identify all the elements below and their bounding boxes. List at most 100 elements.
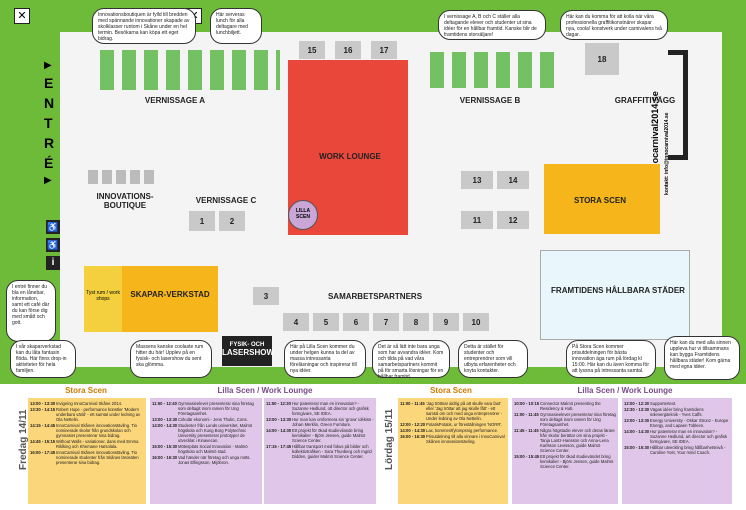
schedule-time: 13:00 - 13:30 [624, 418, 650, 423]
booth-9[interactable]: 9 [432, 312, 460, 332]
booth-11[interactable]: 11 [460, 210, 494, 230]
booth-18[interactable]: 18 [584, 42, 620, 76]
boutique-label: INNOVATIONS-BOUTIQUE [96, 192, 154, 210]
arrow-icon: ▶ [44, 175, 52, 186]
saturday-lilla-header: Lilla Scen / Work Lounge [577, 386, 673, 395]
schedule-time: 16:00 - 16:30 [152, 455, 178, 460]
schedule-event: Hur patenterar man en innovation? - Suza… [292, 401, 369, 416]
laser-show-sign: FYSIK- OCH LASERSHOW [222, 336, 274, 366]
booth-15[interactable]: 15 [298, 40, 326, 60]
callout-boutique: Innovationsboutiquen är fylld till bredd… [92, 8, 196, 44]
booth-16[interactable]: 16 [334, 40, 362, 60]
callout-entrance: I entré finner du bla en lånebar, inform… [6, 280, 56, 342]
booth-13[interactable]: 13 [460, 170, 494, 190]
booth-7[interactable]: 7 [372, 312, 400, 332]
schedule-event: Supportertext. [650, 401, 677, 406]
booth-6[interactable]: 6 [342, 312, 370, 332]
framtidens-label: FRAMTIDENS HÅLLBARA STÄDER [551, 286, 685, 295]
booth-14[interactable]: 14 [496, 170, 530, 190]
booth-3[interactable]: 3 [252, 286, 280, 306]
schedule-event: Hållbar utveckling bring hållbarhetsnivå… [650, 445, 726, 455]
graffiti-wall [668, 50, 688, 160]
booth-2[interactable]: 2 [218, 210, 246, 232]
booth-10[interactable]: 10 [462, 312, 490, 332]
schedule-time: 14:00 - 14:30 [266, 428, 292, 433]
lilla-scen[interactable] [288, 200, 318, 230]
schedule-time: 15:00 - 15:45 [514, 454, 540, 459]
schedule-row: 11:00 - 11:45'Jag tröttnar aldrig på att… [400, 401, 506, 421]
info-icon: i [46, 256, 60, 270]
schedule-time: 14:15 - 14:45 [30, 423, 56, 428]
booth-8[interactable]: 8 [402, 312, 430, 332]
schedule-event: Vad händer när företag och unga möts. Jo… [178, 455, 251, 465]
schedule-event: Energy University - Oskar Strunz - Europ… [650, 418, 729, 428]
schedule-event: Några högstadie elever och deras lärare … [540, 428, 615, 453]
schedule-time: 17:15 - 17:45 [266, 444, 292, 449]
saturday-label: Lördag 15/11 [384, 408, 395, 470]
callout-graffiti: Här kan du komma för att kolla när våra … [560, 10, 668, 40]
callout-lilla-scen: Här på Lilla Scen kommer du under helgen… [284, 340, 366, 378]
callout-skapar: I vår skaparverkstad kan du låta fantasi… [10, 340, 76, 378]
schedule-time: 11:00 - 11:45 [514, 412, 539, 417]
schedule-time: 11:50 - 12:30 [266, 401, 291, 406]
schedule-event: PotatisPotatis, ur föreställningen 'NORR… [426, 422, 503, 427]
website-contact: kontakt: info@innocarnival2014.se [664, 112, 670, 195]
booth-17[interactable]: 17 [370, 40, 398, 60]
booth-4[interactable]: 4 [282, 312, 310, 332]
schedule-event: Cirkulär ekonomi - Jens Thulin, Cons. [178, 417, 248, 422]
work-lounge-label: WORK LOUNGE [319, 152, 381, 161]
callout-students: Detta är stället för studenter och entre… [458, 340, 528, 378]
toilet-icon: ♿ [46, 220, 60, 234]
schedule-time: 13:30 - 14:15 [30, 407, 56, 412]
schedule-time: 14:00 - 14:30 [400, 428, 426, 433]
booth-12[interactable]: 12 [496, 210, 530, 230]
vernissage-b-tables [430, 52, 560, 88]
schedule-time: 14:00 - 14:30 [152, 423, 178, 428]
entrance-letter: R [44, 135, 55, 151]
entrance-letter: N [44, 95, 55, 111]
callout-framtidens: Här kan du med alla sinnen uppleva hur v… [664, 336, 740, 380]
workshop-room[interactable] [84, 266, 122, 332]
show-line-2: LASERSHOW [222, 348, 274, 357]
schedule-time: 14:00 - 14:30 [624, 429, 650, 434]
schedule-event: Mötesplats Social Innovation - Malmö hög… [178, 444, 248, 454]
schedule-event: Gymnasieelever presenterar sina företag … [540, 412, 616, 427]
schedule-time: 10:00 - 10:15 [514, 401, 540, 406]
entrance-letter: É [44, 155, 54, 171]
stora-scen[interactable] [544, 164, 660, 234]
saturday-stora-header: Stora Scen [430, 386, 472, 395]
schedule-time: 12:30 - 13:30 [624, 407, 650, 412]
booth-1[interactable]: 1 [188, 210, 216, 232]
callout-stora-scen: På Stora Scen kommer prisutdelningen för… [566, 340, 656, 378]
entrance-column: ▶ E N T R É ▶ [44, 60, 58, 200]
booth-5[interactable]: 5 [312, 312, 340, 332]
skaparverkstad[interactable] [122, 266, 218, 332]
schedule-event: Studenter från Lunds universitet, Malmö … [178, 423, 253, 443]
schedule-time: 13:00 - 13:30 [152, 417, 178, 422]
framtidens-area[interactable] [540, 250, 690, 340]
schedule-time: 11:50 - 12:40 [152, 401, 177, 406]
schedule-event: InnoCarnival Skånes innovationstävling. … [56, 450, 139, 465]
boutique-tables [88, 170, 158, 184]
